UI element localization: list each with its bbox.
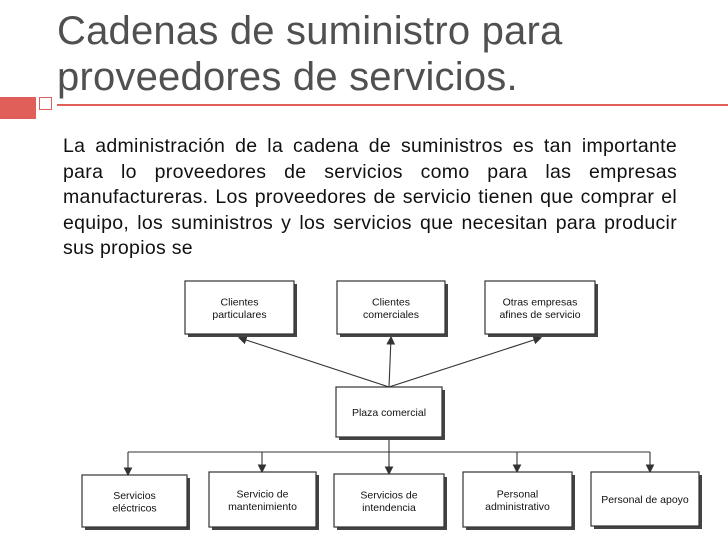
accent-bar [0, 97, 36, 119]
slide-title-line-1: Cadenas de suministro para [57, 9, 563, 53]
bottom-node-1-box [81, 474, 188, 528]
bottom-node-3-box [333, 473, 445, 528]
center-node-label: Plaza comercial [352, 407, 426, 419]
bottom-node-3-label: Servicios de [360, 489, 417, 501]
connector-center-to-top-1 [237, 335, 390, 388]
bottom-node-5: Personal de apoyo [590, 471, 702, 529]
connector-center-to-top-2 [386, 335, 396, 388]
title-underline [57, 104, 728, 106]
diagram-nodes: ClientesparticularesClientescomercialesO… [81, 280, 702, 530]
bottom-node-2-box [208, 471, 317, 528]
bottom-node-1-label: eléctricos [112, 502, 156, 514]
top-node-1-label: Clientes [221, 296, 259, 308]
top-node-1-label: particulares [212, 309, 266, 321]
center-node-box [335, 386, 443, 438]
top-node-3-label: Otras empresas [503, 296, 578, 308]
connector-center-to-top-3 [388, 335, 543, 388]
top-node-2-box [336, 280, 446, 335]
center-node: Plaza comercial [335, 386, 445, 440]
bottom-node-5-box [590, 471, 700, 527]
bottom-node-3-label: intendencia [362, 502, 416, 514]
bottom-node-4-label: administrativo [485, 501, 550, 513]
slide-title: Cadenas de suministro para proveedores d… [57, 8, 697, 100]
bottom-node-2-label: Servicio de [237, 488, 289, 500]
top-node-3-label: afines de servicio [499, 309, 580, 321]
diagram-connectors [123, 335, 655, 477]
bottom-node-1-label: Servicios [113, 490, 156, 502]
slide-title-line-2: proveedores de servicios. [57, 55, 518, 99]
top-node-2-label: Clientes [372, 296, 410, 308]
body-paragraph: La administración de la cadena de sumini… [63, 135, 677, 259]
top-node-3-box [484, 280, 596, 335]
bottom-node-4-box [462, 471, 573, 528]
bottom-node-2-label: mantenimiento [228, 501, 297, 513]
top-node-2-label: comerciales [363, 309, 419, 321]
bottom-node-5-label: Personal de apoyo [601, 494, 689, 506]
bottom-node-4-label: Personal [497, 488, 538, 500]
accent-box [39, 97, 52, 110]
top-node-1-box [184, 280, 295, 335]
